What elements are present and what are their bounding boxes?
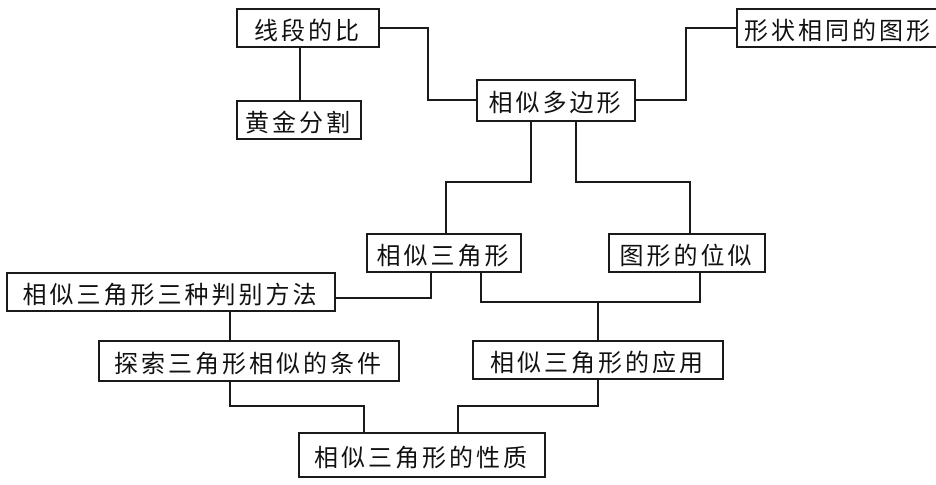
node-applications: 相似三角形的应用	[472, 340, 724, 380]
node-same-shape-figures: 形状相同的图形	[736, 8, 936, 48]
node-similar-polygons: 相似多边形	[476, 79, 636, 122]
connector-explore-to-properties	[229, 382, 365, 432]
connector-polygons-to-same-shape	[636, 27, 736, 101]
node-properties: 相似三角形的性质	[298, 432, 546, 478]
node-three-criteria: 相似三角形三种判别方法	[6, 272, 336, 312]
connector-applications-to-properties	[457, 380, 599, 432]
connector-triangles-to-criteria	[336, 272, 432, 299]
connector-polygons-to-triangles	[445, 122, 532, 233]
node-homothetic-figures: 图形的位似	[608, 233, 766, 273]
node-explore-conditions: 探索三角形相似的条件	[98, 340, 400, 382]
connector-triangles-homothetic-to-applications	[480, 272, 701, 340]
node-similar-triangles: 相似三角形	[366, 233, 522, 273]
node-ratio-of-segments: 线段的比	[236, 8, 380, 48]
node-golden-section: 黄金分割	[236, 100, 362, 140]
connector-polygons-to-homothetic	[575, 122, 691, 233]
connector-ratio-to-polygons	[380, 27, 476, 101]
